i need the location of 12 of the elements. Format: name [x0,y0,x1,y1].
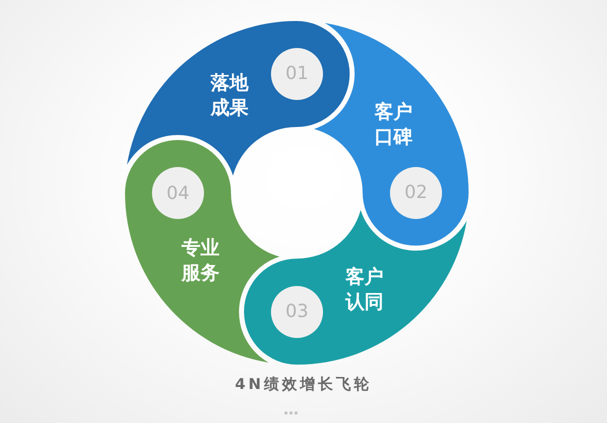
number-circle: 03 [271,286,323,338]
ring-segment [314,23,469,246]
segment-label: 客户口碑 [374,100,414,150]
number-circle: 04 [152,167,204,219]
ring-segment [125,140,280,363]
number-circle: 02 [390,166,442,219]
number-circle: 01 [270,48,323,100]
ring-segment [244,210,467,365]
segment-label: 落地成果 [209,71,250,122]
segment-label: 专业服务 [180,236,220,286]
segment-label: 客户认同 [344,264,385,315]
caption: 4N绩效增长飞轮 [235,375,372,394]
